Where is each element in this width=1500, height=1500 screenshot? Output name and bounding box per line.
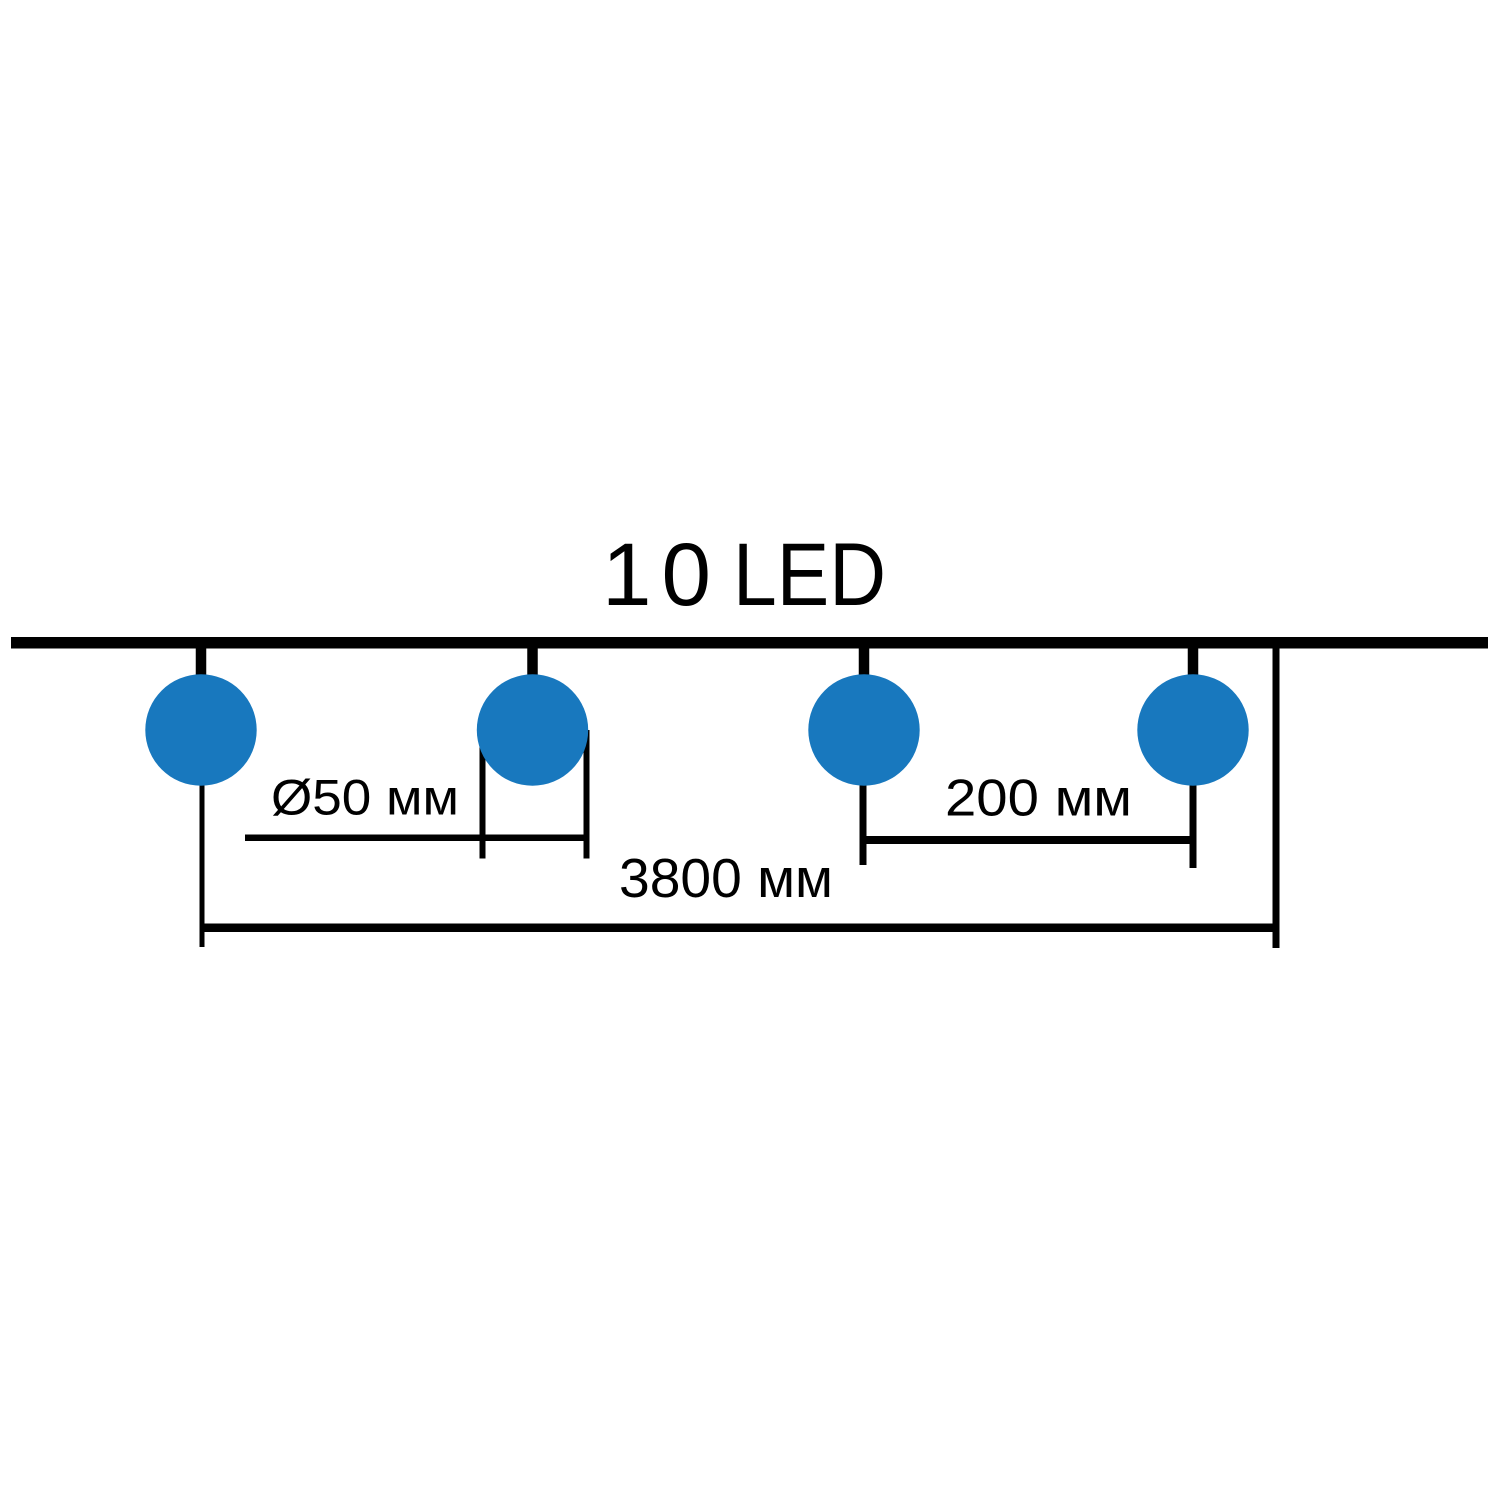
- svg-text:3800 мм: 3800 мм: [619, 847, 833, 909]
- svg-text:200 мм: 200 мм: [945, 770, 1132, 828]
- svg-text:10: 10: [602, 524, 711, 624]
- svg-text:LED: LED: [733, 524, 886, 624]
- svg-text:Ø50 мм: Ø50 мм: [271, 770, 459, 826]
